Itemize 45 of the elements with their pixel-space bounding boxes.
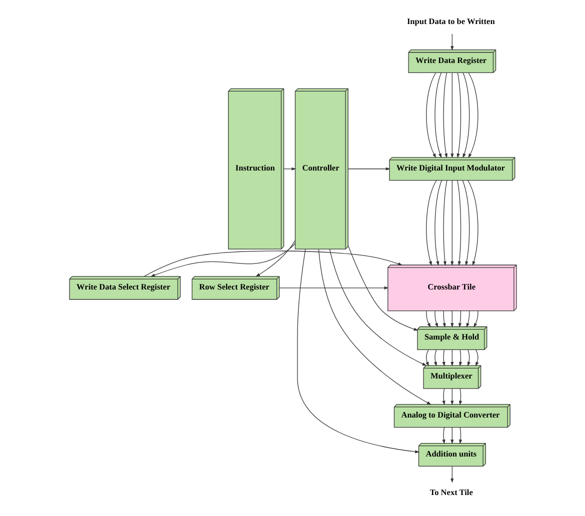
arrow <box>458 388 462 406</box>
arrow <box>426 310 430 328</box>
arrow <box>434 310 438 328</box>
arrow <box>458 427 462 444</box>
arrow <box>425 349 428 366</box>
arrow <box>456 180 461 266</box>
arrow <box>278 286 388 290</box>
arrow <box>466 349 470 366</box>
arrow <box>426 180 436 266</box>
arrow <box>456 72 461 158</box>
arrow <box>450 34 454 51</box>
arrow <box>450 349 454 366</box>
arrow <box>450 180 454 266</box>
arrow <box>347 245 418 331</box>
arrow <box>434 72 441 158</box>
arrow <box>442 180 447 266</box>
arrow <box>328 248 426 366</box>
arrow <box>450 72 454 158</box>
arrow <box>442 388 445 406</box>
arrow <box>466 310 470 328</box>
arrow <box>433 349 436 366</box>
arrow <box>426 72 436 158</box>
arrow <box>462 180 470 266</box>
arrow <box>474 349 478 366</box>
arrow <box>347 167 390 170</box>
arrow <box>255 240 296 277</box>
arrow <box>450 466 454 483</box>
arrow <box>442 427 445 444</box>
arrow <box>458 310 462 328</box>
arrow <box>450 310 454 328</box>
arrow <box>442 310 446 328</box>
arrow <box>468 72 478 158</box>
arrow <box>150 243 295 277</box>
arrow <box>434 180 442 266</box>
arrow <box>450 388 454 406</box>
arrow <box>442 72 448 158</box>
arrow <box>296 248 420 454</box>
arrow <box>473 310 478 328</box>
arrow <box>143 250 402 277</box>
arrow <box>450 427 454 444</box>
arrow <box>318 248 431 405</box>
arrow <box>458 349 462 366</box>
arrow <box>467 180 478 266</box>
arrow <box>442 349 445 366</box>
arrow <box>462 72 470 158</box>
